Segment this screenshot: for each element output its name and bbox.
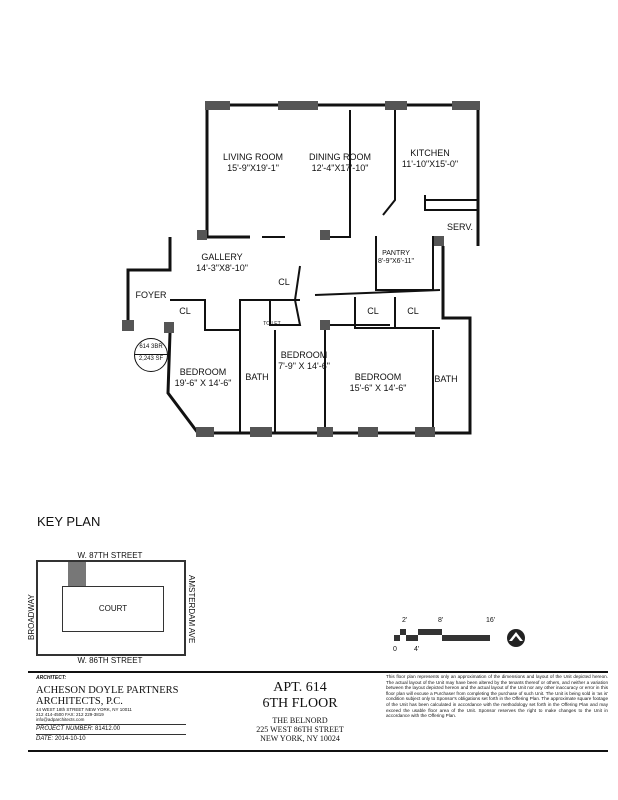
room-name: GALLERY <box>201 252 243 262</box>
building-city: NEW YORK, NY 10024 <box>260 734 340 743</box>
room-name: SERV. <box>446 222 474 232</box>
room-dims: 8'-9"X6'-11" <box>378 258 414 265</box>
badge-unit: 614 <box>139 344 150 350</box>
unit-highlight <box>68 562 86 586</box>
room-foyer: FOYER <box>135 290 166 301</box>
project-label: PROJECT NUMBER: <box>36 726 94 732</box>
east-street: AMSTERDAM AVE <box>187 575 196 644</box>
badge-area: 2,243 SF <box>135 354 167 364</box>
room-dims: 15'-6" X 14'-6" <box>349 383 407 393</box>
room-name: BEDROOM <box>354 372 402 382</box>
room-name: KITCHEN <box>410 148 450 158</box>
closet-label: CL <box>407 306 419 316</box>
key-plan: COURT <box>36 560 186 656</box>
firm-name: ACHESON DOYLE PARTNERS <box>36 685 179 696</box>
firm-name-2: ARCHITECTS, P.C. <box>36 696 123 707</box>
room-name: PANTRY <box>382 250 410 257</box>
disclaimer: This floor plan represents only an appro… <box>386 674 608 719</box>
apt-number: APT. 614 <box>273 680 327 695</box>
room-name: FOYER <box>135 290 167 300</box>
architect-block: ARCHITECT: ACHESON DOYLE PARTNERS ARCHIT… <box>36 675 186 742</box>
room-dims: 7'-9" X 14'-6" <box>278 361 330 371</box>
unit-block: APT. 614 6TH FLOOR THE BELNORD 225 WEST … <box>230 680 370 743</box>
room-bath-2: BATH <box>434 374 457 385</box>
scale-bar <box>394 629 490 641</box>
scale-tick: 4' <box>414 646 420 653</box>
divider <box>28 750 608 752</box>
room-name: BATH <box>245 372 269 382</box>
divider <box>28 671 608 673</box>
closet-label: CL <box>179 306 191 316</box>
toilet-label: TOILET <box>263 321 281 327</box>
building-name: THE BELNORD <box>272 716 328 725</box>
room-dims: 11'-10"X15'-0" <box>401 159 459 169</box>
room-name: BEDROOM <box>179 367 227 377</box>
room-name: BATH <box>434 374 458 384</box>
closet-label: CL <box>367 306 379 316</box>
court: COURT <box>62 586 164 632</box>
scale-tick: 0 <box>393 646 397 653</box>
date-value: 2014-10-10 <box>54 736 86 742</box>
room-bath-1: BATH <box>245 372 268 383</box>
scale-tick: 2' <box>402 617 408 624</box>
unit-badge: 614 3BR 2,243 SF <box>134 338 168 372</box>
room-dims: 12'-4"X17'-10" <box>311 163 369 173</box>
west-street: BROADWAY <box>27 594 36 640</box>
scale-tick: 16' <box>486 617 496 624</box>
north-arrow-icon <box>507 629 525 647</box>
closet-label: CL <box>278 277 290 287</box>
room-name: BEDROOM <box>280 350 328 360</box>
firm-email: info@adparchitects.com <box>36 717 85 722</box>
firm-address: 44 WEST 18th STREET NEW YORK, NY 10011 <box>36 707 132 712</box>
floor-label: 6TH FLOOR <box>262 696 338 711</box>
scale-tick: 8' <box>438 617 444 624</box>
room-name: LIVING ROOM <box>222 152 284 162</box>
north-street: W. 87TH STREET <box>77 551 143 560</box>
room-dims: 19'-6" X 14'-6" <box>174 378 232 388</box>
room-dims: 14'-3"X8'-10" <box>196 263 248 273</box>
room-serv: SERV. <box>447 222 473 233</box>
key-plan-title: KEY PLAN <box>37 514 101 529</box>
south-street: W. 86TH STREET <box>77 656 143 665</box>
project-number: 81412.00 <box>95 726 121 732</box>
badge-type: 3BR <box>151 344 163 350</box>
room-name: DINING ROOM <box>309 152 371 162</box>
architect-label: ARCHITECT: <box>36 675 67 681</box>
building-street: 225 WEST 86TH STREET <box>256 725 344 734</box>
room-dims: 15'-9"X19'-1" <box>227 163 279 173</box>
date-label: DATE: <box>36 736 54 742</box>
firm-phone: 212 414-4500 FAX: 212 229-3819 <box>36 712 104 717</box>
